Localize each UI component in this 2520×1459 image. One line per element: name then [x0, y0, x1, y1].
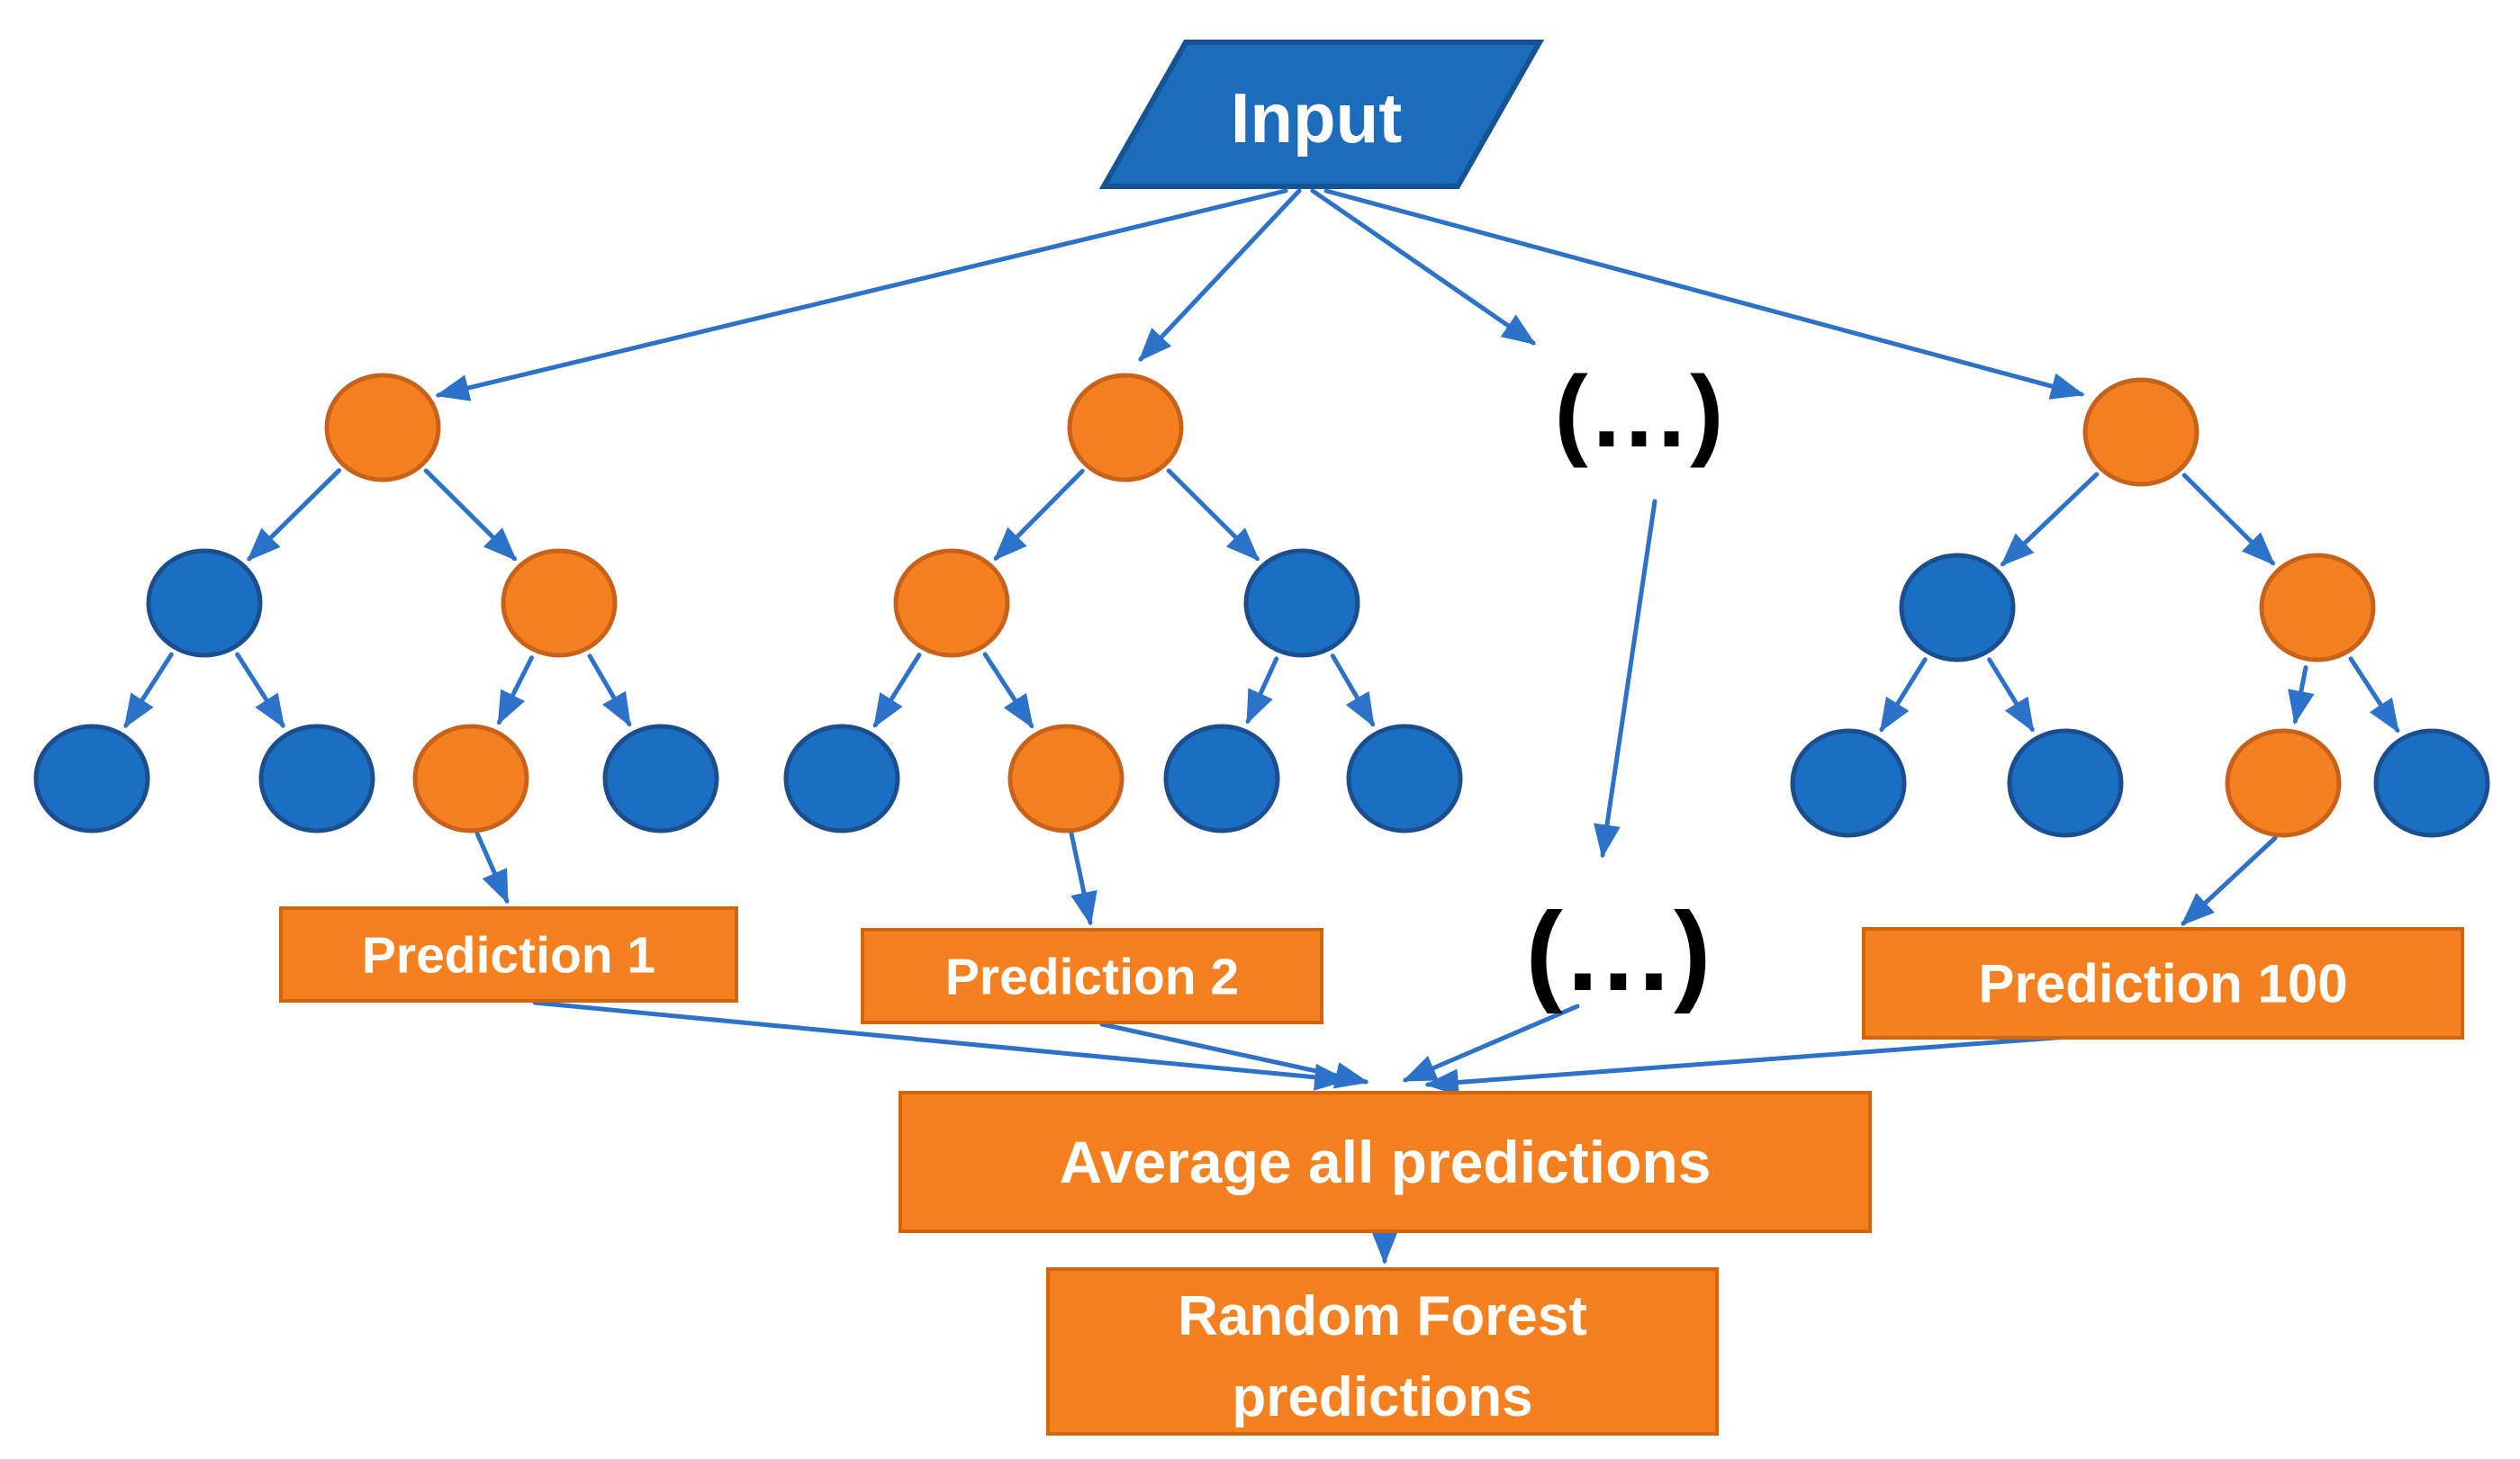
decision-tree-3-edge-1-arrow	[2181, 473, 2276, 566]
decision-tree-3-edge-0-arrow	[2000, 472, 2100, 567]
decision-tree-3-node-0-orange	[2082, 377, 2199, 487]
prediction-1-box	[279, 906, 738, 1003]
ellipsis-top-to-bottom-arrow	[1594, 499, 1657, 859]
input-to-tree-3-arrow	[1323, 188, 2085, 400]
decision-tree-2-node-3-blue	[783, 724, 900, 833]
input-to-ellipsis-arrow	[1310, 188, 1537, 346]
prediction-100-to-average-arrow	[1424, 1034, 2071, 1096]
decision-tree-1-edge-1-arrow	[423, 468, 518, 562]
tree-1-to-prediction-1-arrow	[474, 831, 510, 905]
decision-tree-1-node-1-blue	[146, 548, 263, 658]
input-parallelogram	[1098, 40, 1545, 189]
prediction-2-label: Prediction 2	[945, 948, 1239, 1005]
prediction-100-box	[1862, 927, 2464, 1040]
decision-tree-1-node-2-orange	[501, 548, 618, 658]
decision-tree-1-node-3-blue	[33, 724, 150, 833]
tree-2-to-prediction-2-arrow	[1069, 831, 1097, 926]
decision-tree-1-edge-5-arrow	[587, 653, 632, 727]
decision-tree-3-edge-4-arrow	[2288, 665, 2315, 725]
decision-tree-2-edge-2-arrow	[872, 653, 922, 728]
decision-tree-3-node-5-orange	[2225, 728, 2342, 838]
decision-tree-2-edge-1-arrow	[1166, 468, 1260, 562]
decision-tree-3-edge-3-arrow	[1987, 657, 2035, 733]
ellipsis-bottom-label: (...)	[1526, 890, 1716, 1014]
decision-tree-2-node-0-orange	[1067, 373, 1184, 482]
input-to-tree-2-arrow	[1138, 188, 1302, 362]
decision-tree-3-edge-5-arrow	[2348, 656, 2400, 734]
decision-tree-2-node-5-blue	[1163, 724, 1280, 833]
input-label: Input	[1231, 78, 1403, 158]
input-to-tree-1-arrow	[435, 188, 1288, 401]
decision-tree-2-edge-5-arrow	[1330, 653, 1376, 727]
random-forest-box	[1046, 1267, 1719, 1436]
decision-tree-1-edge-2-arrow	[123, 652, 174, 729]
average-box	[899, 1091, 1872, 1233]
prediction-100-label: Prediction 100	[1978, 954, 2347, 1014]
prediction-1-to-average-arrow	[532, 1000, 1349, 1091]
decision-tree-2-edge-4-arrow	[1245, 656, 1279, 725]
decision-tree-1-node-4-blue	[258, 724, 375, 833]
decision-tree-2-node-6-blue	[1346, 724, 1463, 833]
decision-tree-3-node-6-blue	[2373, 728, 2490, 838]
decision-tree-2-edge-3-arrow	[982, 652, 1034, 729]
decision-tree-2-node-1-orange	[893, 548, 1010, 658]
prediction-2-box	[861, 928, 1323, 1024]
decision-tree-2-node-2-blue	[1243, 548, 1360, 658]
decision-tree-3-edge-2-arrow	[1879, 657, 1928, 733]
ellipsis-top-label: (...)	[1555, 356, 1729, 468]
ellipsis-to-average-arrow	[1402, 1004, 1580, 1083]
decision-tree-1-edge-0-arrow	[247, 468, 342, 562]
decision-tree-1-edge-4-arrow	[496, 655, 534, 725]
decision-tree-1-node-0-orange	[324, 373, 441, 482]
decision-tree-1-node-5-orange	[412, 724, 529, 833]
decision-tree-1-edge-3-arrow	[235, 652, 285, 729]
prediction-2-to-average-arrow	[1099, 1022, 1369, 1089]
prediction-1-label: Prediction 1	[362, 926, 655, 984]
tree-3-to-prediction-100-arrow	[2181, 835, 2278, 926]
decision-tree-3-node-3-blue	[1790, 728, 1907, 838]
decision-tree-1-node-6-blue	[602, 724, 719, 833]
average-label: Average all predictions	[1060, 1129, 1712, 1195]
decision-tree-2-edge-0-arrow	[993, 468, 1085, 561]
decision-tree-3-node-1-blue	[1899, 553, 2016, 662]
decision-tree-3-node-4-blue	[2007, 728, 2124, 838]
decision-tree-3-node-2-orange	[2259, 553, 2376, 662]
decision-tree-2-node-4-orange	[1007, 724, 1125, 833]
